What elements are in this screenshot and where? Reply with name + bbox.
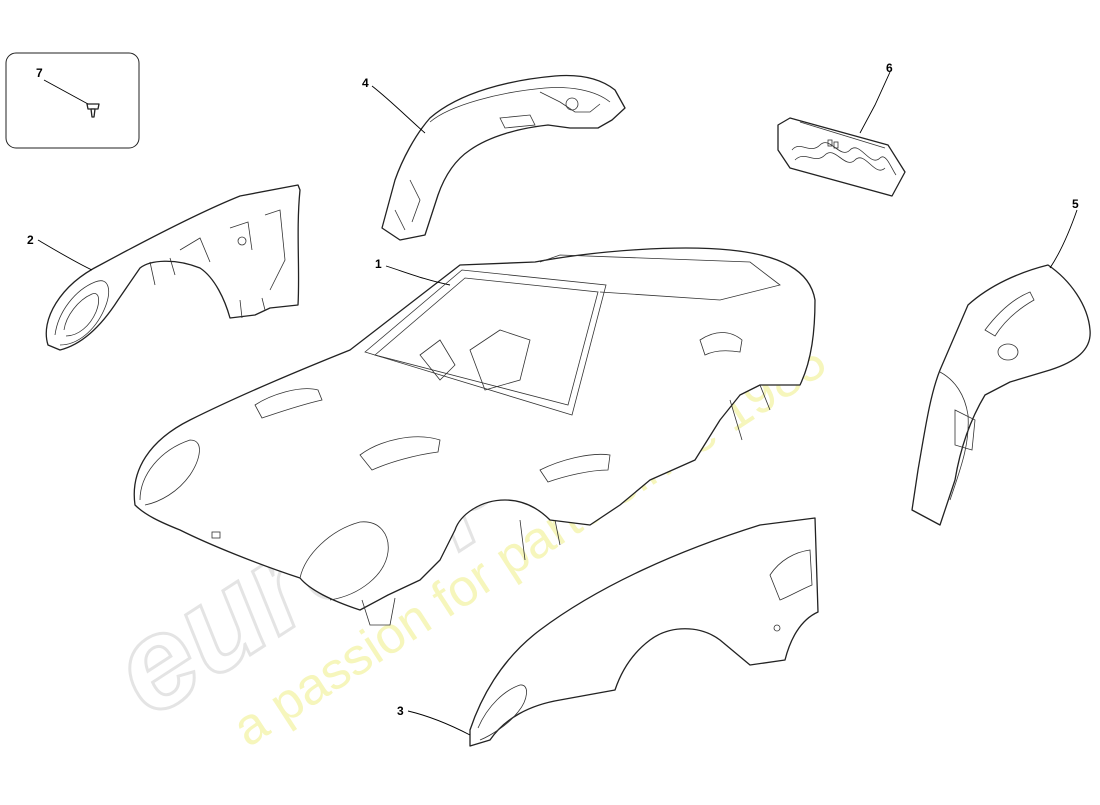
leader-6 (859, 71, 891, 134)
callout-2[interactable]: 2 (27, 233, 34, 247)
leader-1 (385, 265, 451, 286)
leader-5 (1049, 209, 1078, 269)
part-5-rear-quarter-panel[interactable] (911, 264, 1091, 526)
inset-frame (5, 52, 140, 149)
screw-icon (86, 103, 100, 118)
part-4-rear-inner-panel[interactable] (381, 74, 626, 241)
part-3-front-fender[interactable] (469, 517, 819, 747)
leader-7 (43, 79, 89, 105)
callout-5[interactable]: 5 (1072, 197, 1079, 211)
leader-2 (37, 239, 93, 271)
callout-6[interactable]: 6 (886, 61, 893, 75)
callout-3[interactable]: 3 (397, 704, 404, 718)
callout-labels: 7 2 4 6 5 1 3 (27, 61, 1079, 718)
leader-3 (407, 710, 471, 736)
part-1-body-shell[interactable] (133, 247, 816, 626)
part-6-tunnel-panel[interactable] (777, 117, 906, 197)
leader-lines (37, 71, 1078, 736)
callout-1[interactable]: 1 (375, 257, 382, 271)
leader-4 (371, 85, 426, 134)
part-7-inset[interactable] (5, 52, 140, 149)
callout-4[interactable]: 4 (362, 76, 369, 90)
part-2-front-inner-wheelarch[interactable] (45, 184, 301, 351)
callout-7[interactable]: 7 (36, 66, 43, 80)
